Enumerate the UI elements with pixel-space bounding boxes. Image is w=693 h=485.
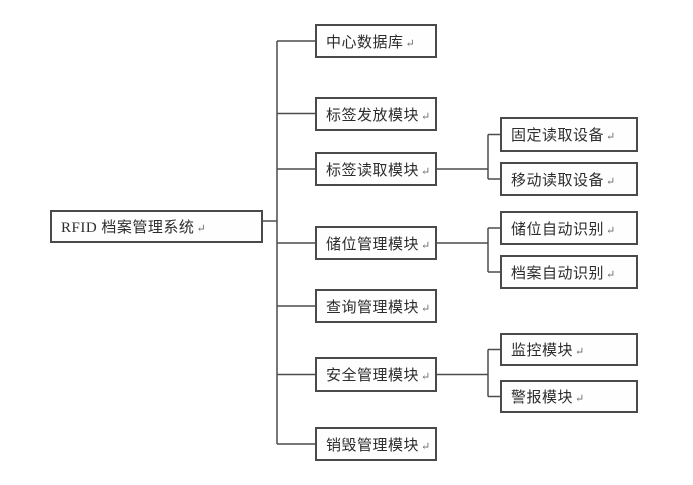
return-mark: ↵ [421,239,431,252]
node-storage-auto-identification: 储位自动识别 ↵ [500,211,638,245]
node-label: RFID 档案管理系统 [61,220,195,236]
node-monitoring-module: 监控模块 ↵ [500,333,638,366]
node-security-management-module: 安全管理模块 ↵ [315,357,437,392]
node-label: 固定读取设备 [511,128,605,144]
node-tag-issuance-module: 标签发放模块 ↵ [315,97,437,131]
return-mark: ↵ [575,393,585,405]
return-mark: ↵ [575,346,585,358]
return-mark: ↵ [421,110,431,123]
return-mark: ↵ [405,37,415,50]
node-alarm-module: 警报模块 ↵ [500,380,638,413]
return-mark: ↵ [606,175,616,188]
node-label: 安全管理模块 [326,368,420,384]
return-mark: ↵ [606,224,616,237]
node-label: 查询管理模块 [326,299,420,316]
node-storage-management-module: 储位管理模块 ↵ [315,226,437,260]
node-label: 监控模块 [511,343,574,359]
node-fixed-reading-device: 固定读取设备 ↵ [500,117,638,152]
return-mark: ↵ [421,165,431,178]
node-label: 标签读取模块 [326,162,420,179]
return-mark: ↵ [421,371,431,383]
return-mark: ↵ [606,131,616,143]
return-mark: ↵ [606,268,616,281]
node-label: 标签发放模块 [326,107,420,124]
return-mark: ↵ [421,302,431,315]
node-label: 警报模块 [511,390,574,406]
node-destruction-management-module: 销毁管理模块 ↵ [315,427,437,461]
node-label: 储位自动识别 [511,221,605,238]
node-tag-reading-module: 标签读取模块 ↵ [315,152,437,186]
node-label: 中心数据库 [326,34,404,51]
return-mark: ↵ [421,440,431,453]
node-central-database: 中心数据库 ↵ [315,24,437,58]
node-label: 储位管理模块 [326,236,420,253]
node-label: 销毁管理模块 [326,437,420,454]
node-archive-auto-identification: 档案自动识别 ↵ [500,255,638,289]
node-label: 移动读取设备 [511,172,605,189]
node-rfid-archive-system: RFID 档案管理系统 ↵ [50,210,263,243]
return-mark: ↵ [196,223,206,235]
node-label: 档案自动识别 [511,265,605,282]
node-mobile-reading-device: 移动读取设备 ↵ [500,162,638,196]
node-query-management-module: 查询管理模块 ↵ [315,289,437,323]
